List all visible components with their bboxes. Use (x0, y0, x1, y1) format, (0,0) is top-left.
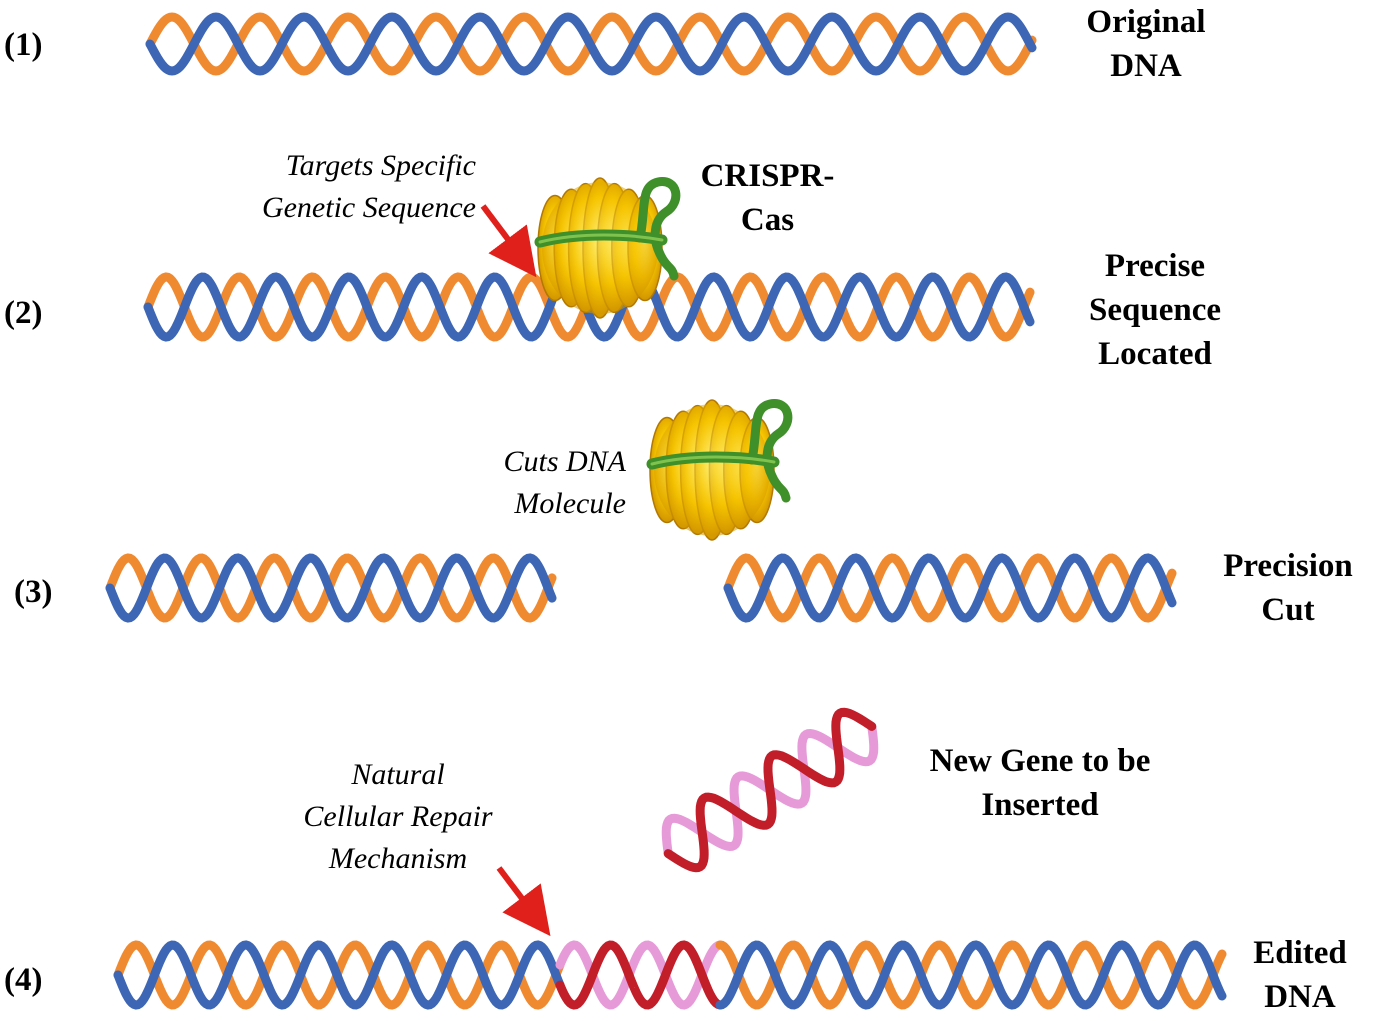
step-number-2: (2) (4, 295, 43, 331)
new-gene-label: New Gene to be Inserted (929, 743, 1151, 823)
helix-edited-dna (113, 940, 1227, 1010)
enzyme-label: CRISPR- Cas (700, 158, 835, 238)
helix-new-gene (661, 707, 879, 873)
annotation-repair: Natural Cellular Repair Mechanism (303, 758, 493, 875)
step-label-precision-cut: Precision Cut (1223, 548, 1353, 628)
annotation-targets: Targets Specific Genetic Sequence (261, 149, 476, 224)
arrow-targets (480, 204, 537, 278)
crispr-cas-enzyme-cutting (646, 399, 793, 541)
helix-cut-right (723, 553, 1177, 623)
helix-cut-left (105, 553, 557, 623)
helix-original-dna (145, 12, 1037, 76)
step-number-4: (4) (4, 962, 43, 998)
step-label-original-dna: Original DNA (1086, 4, 1206, 84)
step-number-3: (3) (14, 574, 53, 610)
arrow-repair (496, 866, 551, 937)
step-number-1: (1) (4, 27, 43, 63)
step-label-edited-dna: Edited DNA (1253, 935, 1347, 1015)
step-label-sequence-located: Precise Sequence Located (1089, 248, 1221, 372)
crispr-cas-enzyme-bound (534, 177, 681, 319)
annotation-cuts: Cuts DNA Molecule (503, 445, 626, 520)
